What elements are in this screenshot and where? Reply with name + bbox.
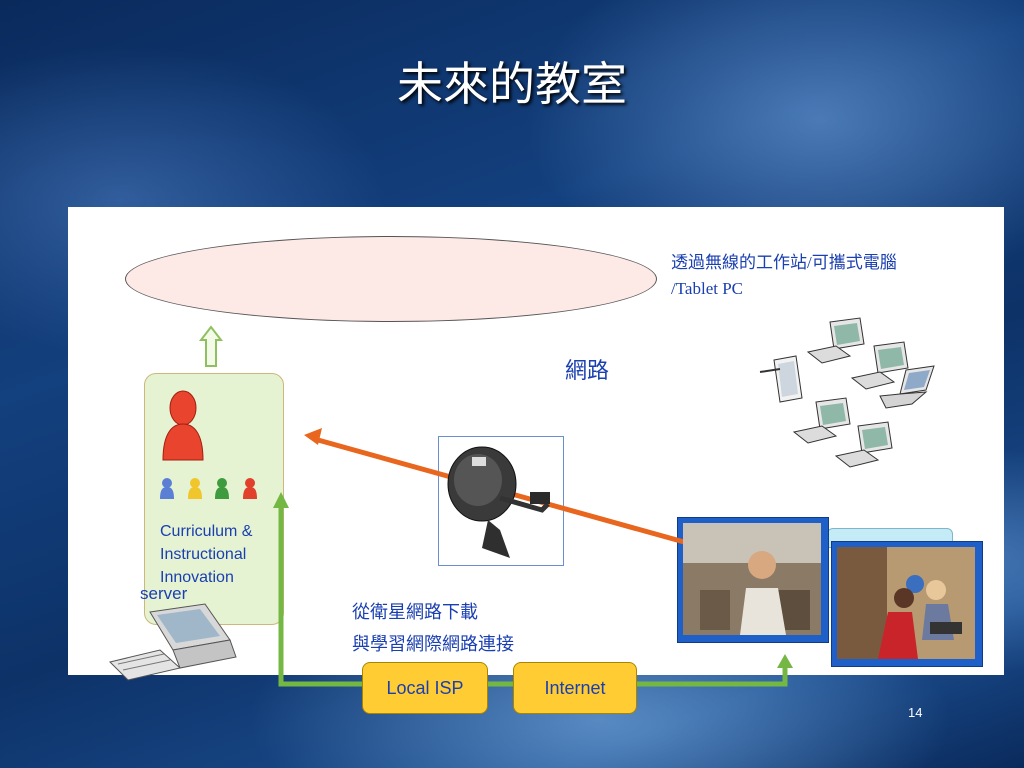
student-icon-green — [215, 478, 229, 499]
curriculum-label-line3: Innovation — [160, 569, 234, 586]
wireless-label-line1: 透過無線的工作站/可攜式電腦 — [671, 253, 897, 272]
goal-ellipse — [125, 236, 657, 322]
desktop-computer-icon — [806, 317, 865, 364]
laptop-icon — [879, 365, 935, 409]
wireless-workstation-label: 透過無線的工作站/可攜式電腦 /Tablet PC — [671, 250, 897, 302]
wireless-label-line2: /Tablet PC — [671, 279, 744, 298]
curriculum-label-line2: Instructional — [160, 546, 247, 563]
teacher-icon — [162, 390, 204, 461]
local-isp-box: Local ISP — [362, 662, 488, 714]
server-computer-icon — [109, 603, 237, 681]
student-icon-yellow — [188, 478, 202, 499]
page-number: 14 — [908, 705, 923, 720]
workstation-cluster-icon — [759, 317, 935, 468]
desktop-computer-icon — [850, 341, 909, 390]
classroom-photo-laptop-image — [837, 547, 975, 659]
satellite-caption-line2: 與學習網際網路連接 — [352, 634, 514, 654]
curriculum-label-line1: Curriculum & — [160, 523, 253, 540]
student-icon-blue — [160, 478, 174, 499]
student-icon-red — [243, 478, 257, 499]
satellite-dish-icon — [447, 446, 550, 558]
slide-title: 未來的教室 — [397, 57, 627, 111]
network-label: 網路 — [565, 358, 610, 383]
curriculum-label: Curriculum & Instructional Innovation — [160, 520, 280, 589]
satellite-caption: 從衛星網路下載 與學習網際網路連接 — [352, 596, 514, 660]
server-label: server — [140, 584, 188, 603]
internet-box: Internet — [513, 662, 637, 714]
tablet-pc-icon — [759, 355, 803, 403]
classroom-photo-students-image — [683, 523, 821, 635]
satellite-caption-line1: 從衛星網路下載 — [352, 602, 478, 622]
desktop-computer-icon — [834, 421, 893, 468]
desktop-computer-icon — [792, 397, 851, 444]
orange-arrow — [304, 428, 721, 555]
up-arrow-icon — [198, 325, 224, 367]
